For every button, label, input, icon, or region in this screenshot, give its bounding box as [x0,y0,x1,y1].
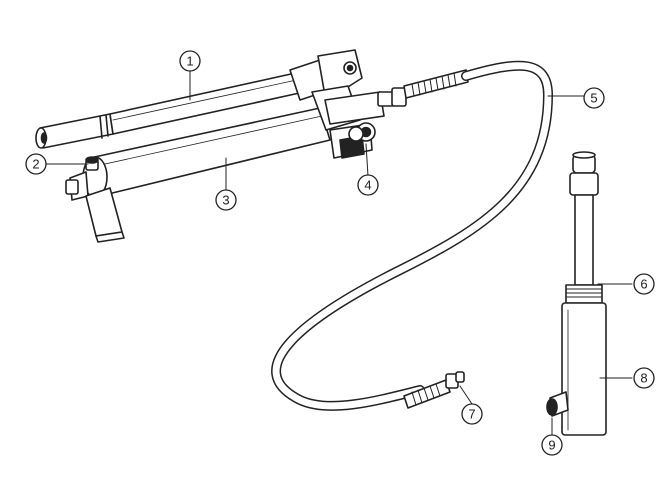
cylinder-coupler [546,391,569,417]
svg-text:3: 3 [222,193,229,208]
reservoir-tube [65,107,331,243]
callout-7: 7 [461,403,483,425]
callout-8: 8 [633,367,655,389]
svg-text:7: 7 [468,407,475,422]
svg-text:2: 2 [32,157,39,172]
hydraulic-hose [271,60,553,411]
svg-text:8: 8 [640,371,647,386]
hose-end-coupler [403,371,465,409]
callout-2: 2 [25,153,47,175]
callout-5: 5 [583,87,605,109]
svg-text:5: 5 [590,91,597,106]
callout-9: 9 [541,434,563,456]
svg-text:4: 4 [364,178,371,193]
pump-handle [35,71,305,149]
cylinder-body [546,302,607,436]
leader-lines [45,70,633,435]
fill-plug [85,156,99,171]
cylinder-ram [565,151,603,304]
callout-3: 3 [215,189,237,211]
pump-head [289,49,385,159]
callout-1: 1 [179,50,201,72]
callout-6: 6 [633,273,655,295]
pump-outlet-fitting [377,69,469,107]
release-valve [348,122,376,142]
svg-text:1: 1 [186,54,193,69]
svg-text:9: 9 [548,438,555,453]
callout-4: 4 [357,174,379,196]
svg-text:6: 6 [640,277,647,292]
